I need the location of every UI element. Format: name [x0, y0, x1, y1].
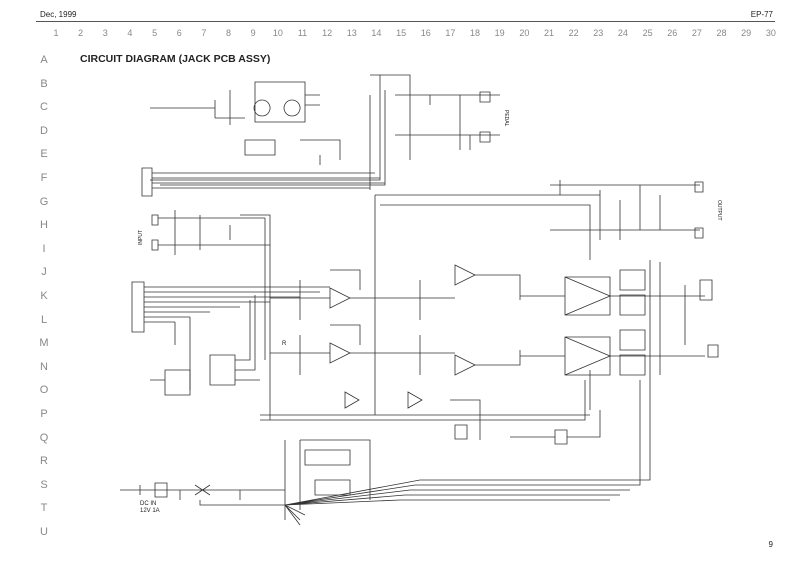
dc-in-label: DC IN — [140, 501, 156, 507]
channel-r-label: R — [282, 341, 287, 347]
column-number: 4 — [127, 28, 133, 38]
row-letter: H — [40, 219, 48, 232]
op-amp-stages — [270, 264, 521, 409]
row-letter: T — [40, 502, 48, 515]
row-letter: Q — [39, 431, 49, 444]
dc-rating-label: 12V 1A — [140, 508, 160, 514]
row-letter: F — [40, 172, 48, 184]
column-number: 19 — [494, 28, 505, 38]
column-number: 13 — [346, 28, 357, 38]
column-number: 5 — [152, 28, 158, 38]
input-jacks — [151, 210, 271, 420]
column-number: 7 — [201, 28, 207, 38]
row-letter: R — [40, 455, 48, 468]
power-amplifier-ics — [520, 262, 719, 376]
column-number: 30 — [765, 28, 776, 38]
page-number: 9 — [768, 540, 773, 549]
row-letter: M — [39, 337, 49, 350]
dc-input-section — [120, 439, 371, 526]
row-letter: S — [40, 478, 48, 491]
column-number: 1 — [53, 28, 59, 38]
column-number: 16 — [420, 28, 431, 38]
row-letter: I — [42, 242, 46, 255]
header-date: Dec, 1999 — [40, 10, 77, 19]
row-letter: A — [40, 54, 48, 66]
schematic-text: PEDAL OUTPUT INPUT DC IN 12V 1A R — [138, 110, 722, 514]
row-letter: O — [39, 384, 49, 397]
row-letter: J — [41, 266, 47, 279]
column-number: 10 — [272, 28, 283, 38]
column-number: 27 — [691, 28, 702, 38]
column-number: 22 — [568, 28, 579, 38]
row-letter: N — [40, 360, 48, 373]
connector-top-left — [141, 167, 385, 197]
row-letter: K — [40, 290, 48, 302]
row-letter: P — [40, 408, 48, 420]
output-label: OUTPUT — [716, 200, 722, 221]
column-number: 6 — [176, 28, 182, 38]
output-section — [374, 180, 704, 415]
column-number: 14 — [371, 28, 382, 38]
column-number: 28 — [716, 28, 727, 38]
column-number: 21 — [543, 28, 554, 38]
row-letter: L — [40, 313, 48, 326]
column-number: 25 — [642, 28, 653, 38]
row-letter: B — [40, 77, 48, 90]
column-number: 18 — [470, 28, 481, 38]
bus-lines — [260, 260, 651, 506]
top-regulator-section — [150, 74, 500, 190]
column-number: 24 — [617, 28, 628, 38]
main-connector — [131, 281, 330, 396]
column-number: 9 — [250, 28, 256, 38]
row-letter: U — [40, 526, 48, 538]
column-number: 29 — [741, 28, 752, 38]
row-letter: D — [40, 124, 48, 137]
column-number: 11 — [297, 28, 308, 38]
column-number: 26 — [667, 28, 678, 38]
header-divider — [36, 21, 775, 22]
header-model: EP-77 — [750, 10, 773, 19]
row-letter: C — [40, 101, 48, 114]
column-number: 2 — [78, 28, 84, 38]
column-number: 17 — [445, 28, 456, 38]
page-title: CIRCUIT DIAGRAM (JACK PCB ASSY) — [80, 53, 271, 65]
row-letter: G — [39, 195, 49, 208]
column-number: 15 — [396, 28, 407, 38]
column-number: 3 — [102, 28, 108, 38]
column-number: 20 — [519, 28, 530, 38]
column-number: 8 — [226, 28, 232, 38]
input-label: INPUT — [138, 230, 144, 245]
pedal-label: PEDAL — [503, 110, 509, 127]
column-number: 12 — [322, 28, 333, 38]
column-number: 23 — [593, 28, 604, 38]
row-letter: E — [40, 148, 48, 161]
